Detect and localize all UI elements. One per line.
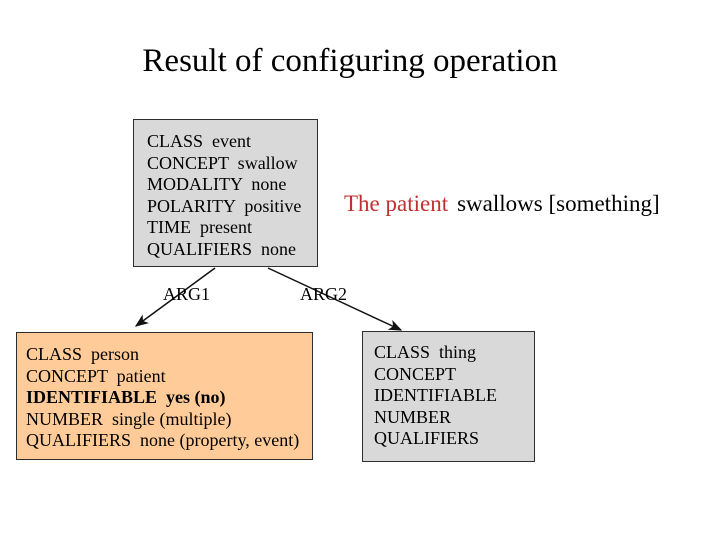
frame-line: IDENTIFIABLE yes (no)	[26, 387, 226, 407]
frame-line: CONCEPT patient	[26, 365, 166, 386]
sentence-predicate: swallows [something]	[457, 191, 660, 216]
frame-line: POLARITY positive	[147, 195, 302, 216]
slide-title: Result of configuring operation	[142, 43, 558, 79]
frame-line: QUALIFIERS	[374, 428, 480, 448]
arg2-label: ARG2	[300, 284, 348, 304]
frame-line: CLASS event	[147, 131, 252, 151]
person-frame-box: CLASS person CONCEPT patient IDENTIFIABL…	[16, 332, 313, 460]
frame-line: QUALIFIERS none	[147, 238, 296, 259]
frame-line: CONCEPT swallow	[147, 152, 298, 173]
frame-line: CLASS person	[26, 344, 140, 364]
frame-line: MODALITY none	[147, 174, 287, 194]
frame-line: NUMBER single (multiple)	[26, 408, 232, 429]
frame-line: TIME present	[147, 217, 252, 237]
event-frame-box: CLASS event CONCEPT swallow MODALITY non…	[133, 119, 318, 267]
frame-line: QUALIFIERS none (property, event)	[26, 430, 300, 450]
frame-line: NUMBER	[374, 406, 452, 427]
frame-line: CLASS thing	[374, 342, 477, 362]
arg1-label: ARG1	[163, 284, 211, 304]
sentence-subject: The patient	[344, 191, 449, 216]
frame-line: CONCEPT	[374, 363, 457, 384]
frame-line: IDENTIFIABLE	[374, 385, 497, 405]
thing-frame-box: CLASS thing CONCEPT IDENTIFIABLE NUMBER …	[362, 331, 535, 462]
sentence-gloss: The patient swallows [something]	[344, 190, 660, 218]
